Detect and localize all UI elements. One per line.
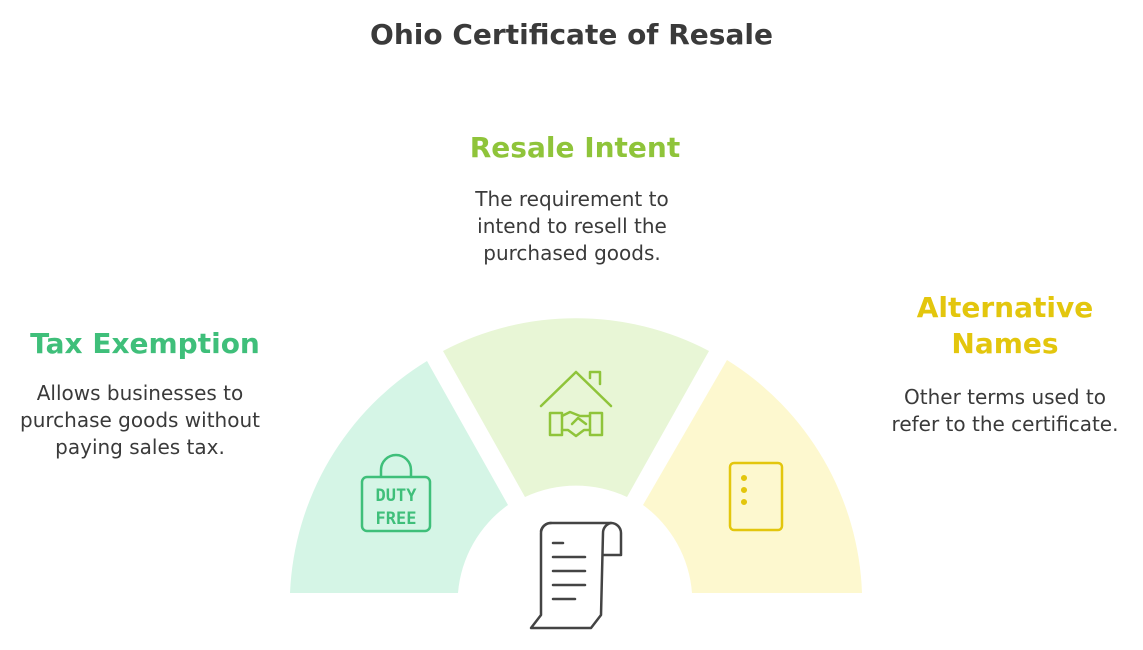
receipt-scroll-icon [529, 521, 623, 630]
section-description-alternative-names: Other terms used to refer to the certifi… [891, 385, 1119, 436]
notepad-icon [728, 461, 784, 532]
section-description-resale-intent: The requirement to intend to resell the … [475, 187, 669, 265]
free-text: FREE [376, 509, 417, 529]
section-description-tax-exemption: Allows businesses to purchase goods with… [20, 381, 260, 459]
diagram-title: Ohio Certificate of Resale [370, 18, 773, 51]
segment-alternative-names [643, 360, 862, 593]
section-heading-resale-intent: Resale Intent [469, 131, 681, 164]
house-handshake-icon [539, 370, 613, 438]
section-heading-alternative-names: Alternative Names [916, 291, 1094, 360]
section-heading-tax-exemption: Tax Exemption [30, 327, 260, 360]
duty-free-bag-icon: DUTY FREE [360, 453, 432, 533]
duty-text: DUTY [376, 486, 418, 506]
segment-resale-intent [443, 318, 709, 497]
